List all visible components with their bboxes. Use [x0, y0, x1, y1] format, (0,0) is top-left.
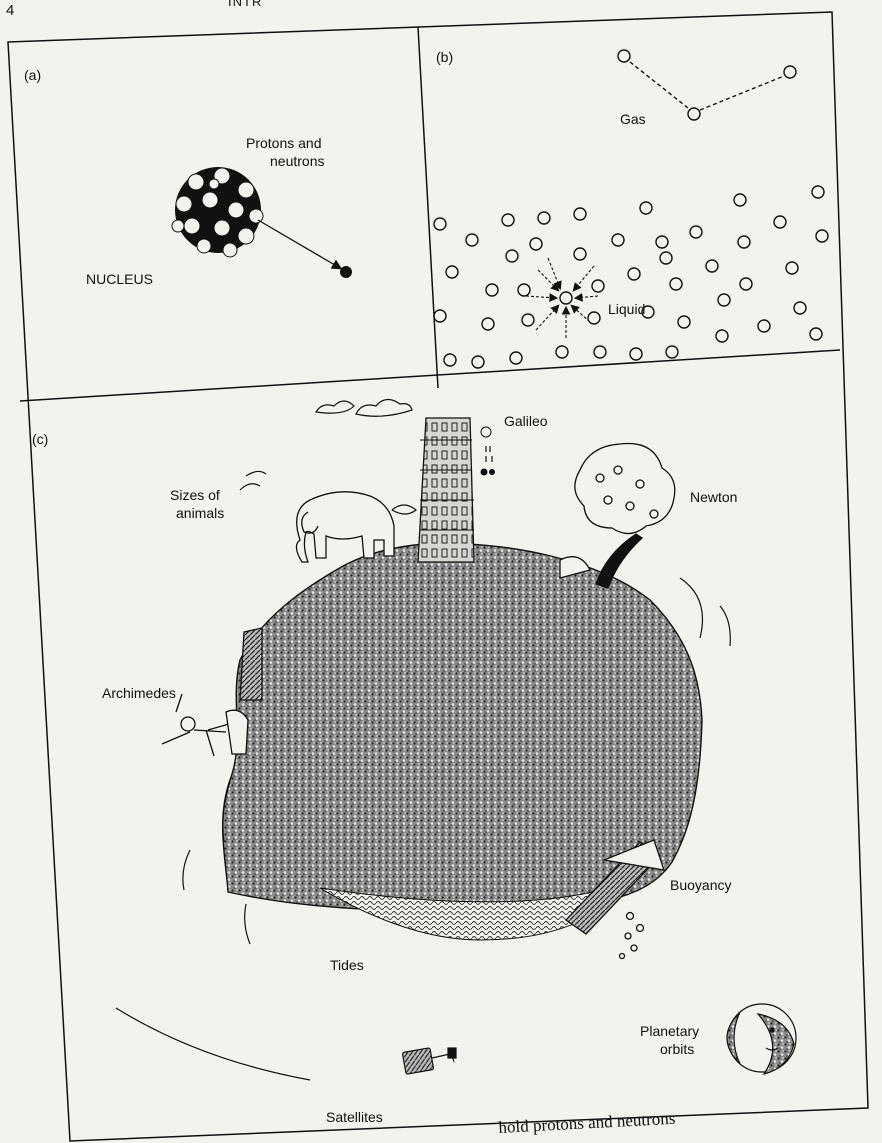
panel-c: (c) Galileo Siz — [32, 399, 796, 1125]
apple-tree-icon — [560, 444, 675, 589]
sizes-label-line2: animals — [176, 505, 224, 521]
panel-c-label: (c) — [32, 431, 48, 447]
protons-label-line2: neutrons — [270, 153, 324, 169]
liquid-molecules — [434, 186, 828, 368]
panel-a-label: (a) — [24, 67, 41, 83]
panel-b-label: (b) — [436, 49, 453, 65]
buoyancy-label: Buoyancy — [670, 877, 731, 893]
tower-icon — [418, 418, 495, 562]
cloud-icon — [316, 399, 412, 416]
panel-b: (b) Gas Liquid — [434, 49, 828, 368]
attraction-arrows — [526, 258, 598, 338]
satellite-icon — [402, 1048, 456, 1075]
gas-molecules — [618, 50, 796, 120]
nucleus-label: NUCLEUS — [86, 271, 153, 287]
panel-a: (a) Protons and neutrons NUCLEUS — [24, 67, 352, 287]
tides-label: Tides — [330, 957, 364, 973]
sizes-label-line1: Sizes of — [170, 487, 220, 503]
satellites-label: Satellites — [326, 1109, 383, 1125]
archimedes-label: Archimedes — [102, 685, 176, 701]
gas-label: Gas — [620, 111, 646, 127]
protons-label-line1: Protons and — [246, 135, 322, 151]
moon-icon — [727, 1004, 796, 1074]
archimedes-icon — [162, 628, 262, 756]
liquid-label: Liquid — [608, 301, 645, 317]
planetary-label-line2: orbits — [660, 1041, 694, 1057]
emission-arrow — [258, 220, 340, 268]
planetary-label-line1: Planetary — [640, 1023, 699, 1039]
galileo-label: Galileo — [504, 413, 548, 429]
nucleus-icon — [172, 167, 263, 257]
particle-icon — [340, 266, 352, 278]
newton-label: Newton — [690, 489, 737, 505]
